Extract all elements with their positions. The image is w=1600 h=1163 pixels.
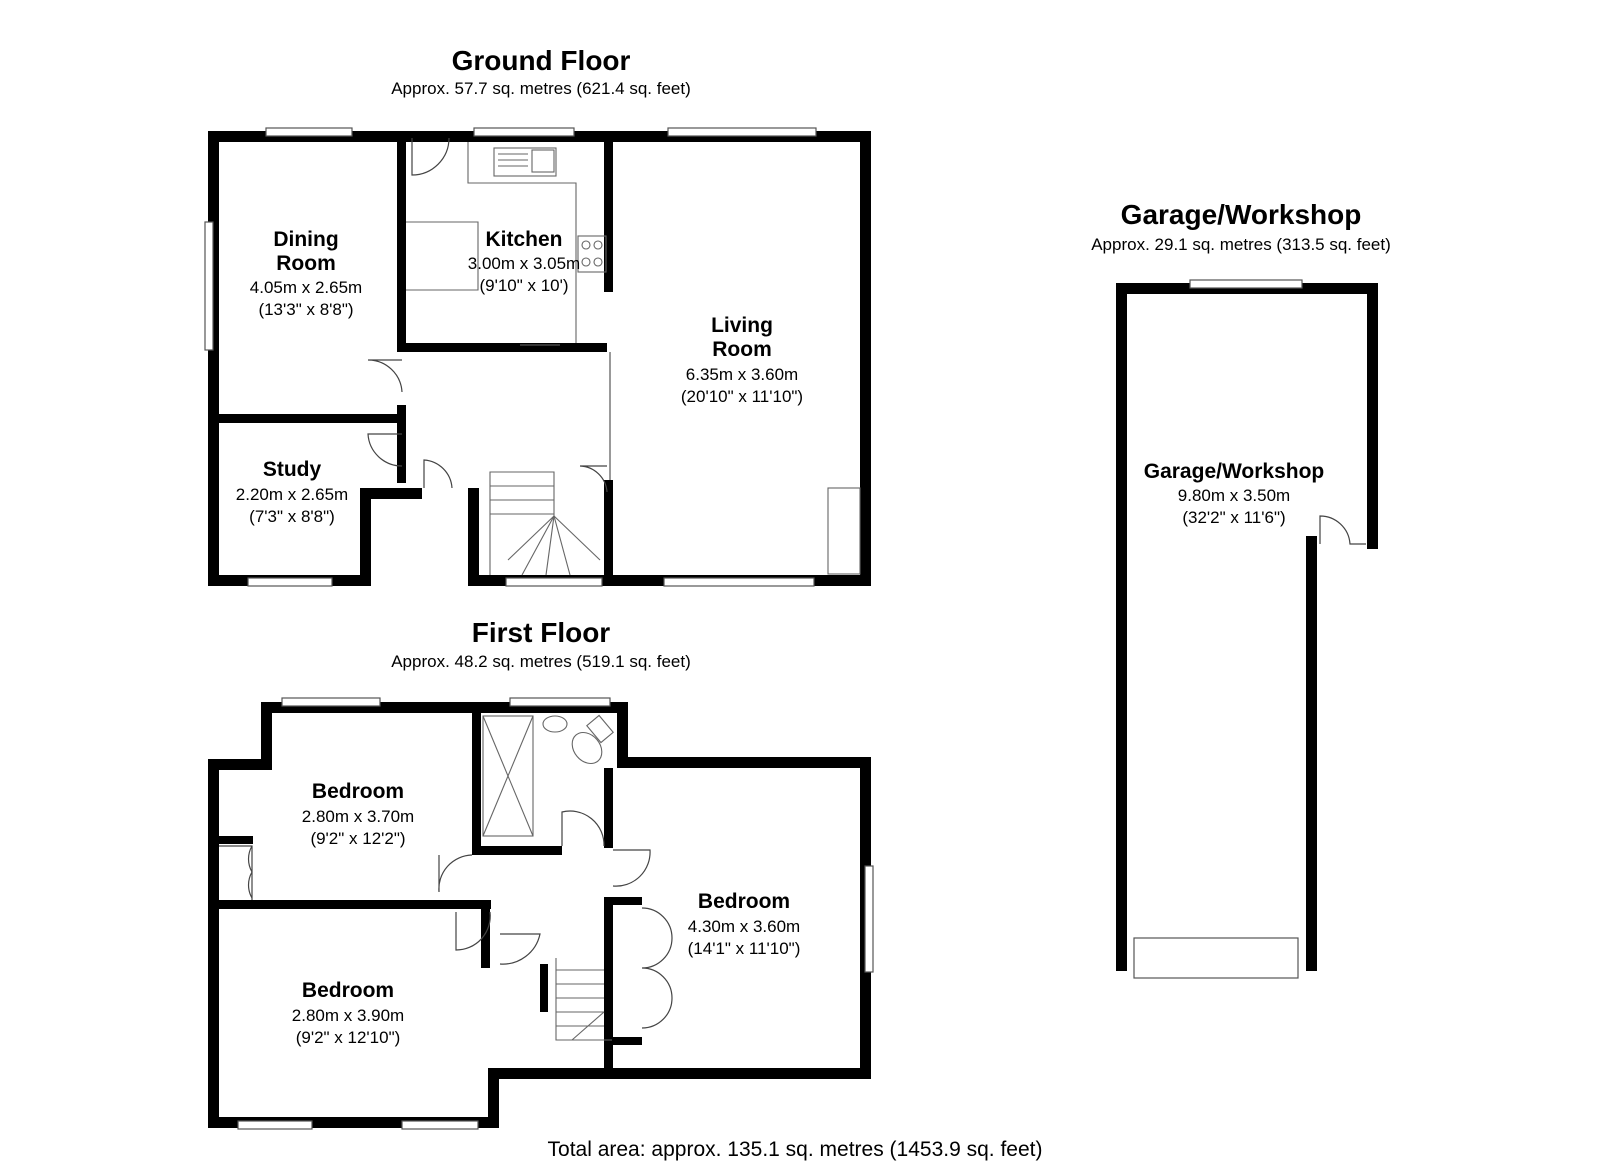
study-metric: 2.20m x 2.65m [236,485,348,504]
first-floor-title: First Floor [472,617,611,648]
garage-room-name: Garage/Workshop [1144,460,1325,483]
study-name: Study [263,458,322,481]
bedroom-2-name: Bedroom [698,890,790,913]
ground-floor-doors [367,137,611,493]
dining-room-metric: 4.05m x 2.65m [250,278,362,297]
bedroom-1-imperial: (9'2" x 12'2") [310,829,405,848]
ground-floor-area: Approx. 57.7 sq. metres (621.4 sq. feet) [391,79,691,98]
garage-room-label: Garage/Workshop 9.80m x 3.50m (32'2" x 1… [1144,460,1325,527]
bedroom-1-metric: 2.80m x 3.70m [302,807,414,826]
living-room-name-line2: Room [712,338,772,361]
living-room-name-line1: Living [711,314,773,337]
ground-floor-plan: Ground Floor Approx. 57.7 sq. metres (62… [204,45,871,587]
first-floor-plan: First Floor Approx. 48.2 sq. metres (519… [208,617,874,1130]
bedroom-2-metric: 4.30m x 3.60m [688,917,800,936]
bathroom-fittings [482,714,614,837]
first-floor-walls [208,702,871,1128]
first-floor-doors [219,810,673,1029]
garage-area: Approx. 29.1 sq. metres (313.5 sq. feet) [1091,235,1391,254]
ground-floor-windows [204,127,817,587]
garage-plan: Garage/Workshop Approx. 29.1 sq. metres … [1091,199,1391,979]
ground-floor-stairs [489,471,601,576]
kitchen-metric: 3.00m x 3.05m [468,254,580,273]
living-room-label: Living Room 6.35m x 3.60m (20'10" x 11'1… [681,314,803,406]
garage-window [1189,279,1303,289]
first-floor-windows [237,697,874,1130]
study-imperial: (7'3" x 8'8") [249,507,335,526]
dining-room-name-line1: Dining [273,228,338,251]
living-room-fitting [827,487,861,575]
kitchen-name: Kitchen [485,228,562,251]
kitchen-label: Kitchen 3.00m x 3.05m (9'10" x 10') [468,228,580,295]
bedroom-1-label: Bedroom 2.80m x 3.70m (9'2" x 12'2") [302,780,414,848]
living-room-imperial: (20'10" x 11'10") [681,387,803,406]
dining-room-label: Dining Room 4.05m x 2.65m (13'3" x 8'8") [250,228,362,319]
kitchen-fittings [406,142,607,343]
bedroom-3-imperial: (9'2" x 12'10") [296,1028,401,1047]
garage-title: Garage/Workshop [1121,199,1362,230]
garage-walls [1116,283,1378,971]
bedroom-3-label: Bedroom 2.80m x 3.90m (9'2" x 12'10") [292,979,404,1047]
kitchen-imperial: (9'10" x 10') [479,276,568,295]
ground-floor-title: Ground Floor [452,45,631,76]
garage-side-door [1319,515,1366,545]
bedroom-3-name: Bedroom [302,979,394,1002]
first-floor-area: Approx. 48.2 sq. metres (519.1 sq. feet) [391,652,691,671]
bedroom-1-name: Bedroom [312,780,404,803]
dining-room-name-line2: Room [276,252,336,275]
bedroom-2-label: Bedroom 4.30m x 3.60m (14'1" x 11'10") [688,890,801,958]
bedroom-2-imperial: (14'1" x 11'10") [688,939,801,958]
first-floor-stairs [555,958,612,1041]
garage-room-imperial: (32'2" x 11'6") [1182,508,1285,527]
garage-room-metric: 9.80m x 3.50m [1178,486,1290,505]
bedroom-3-metric: 2.80m x 3.90m [292,1006,404,1025]
total-area: Total area: approx. 135.1 sq. metres (14… [548,1138,1043,1161]
study-label: Study 2.20m x 2.65m (7'3" x 8'8") [236,458,348,526]
dining-room-imperial: (13'3" x 8'8") [258,300,353,319]
living-room-metric: 6.35m x 3.60m [686,365,798,384]
garage-door-opening [1133,937,1299,979]
